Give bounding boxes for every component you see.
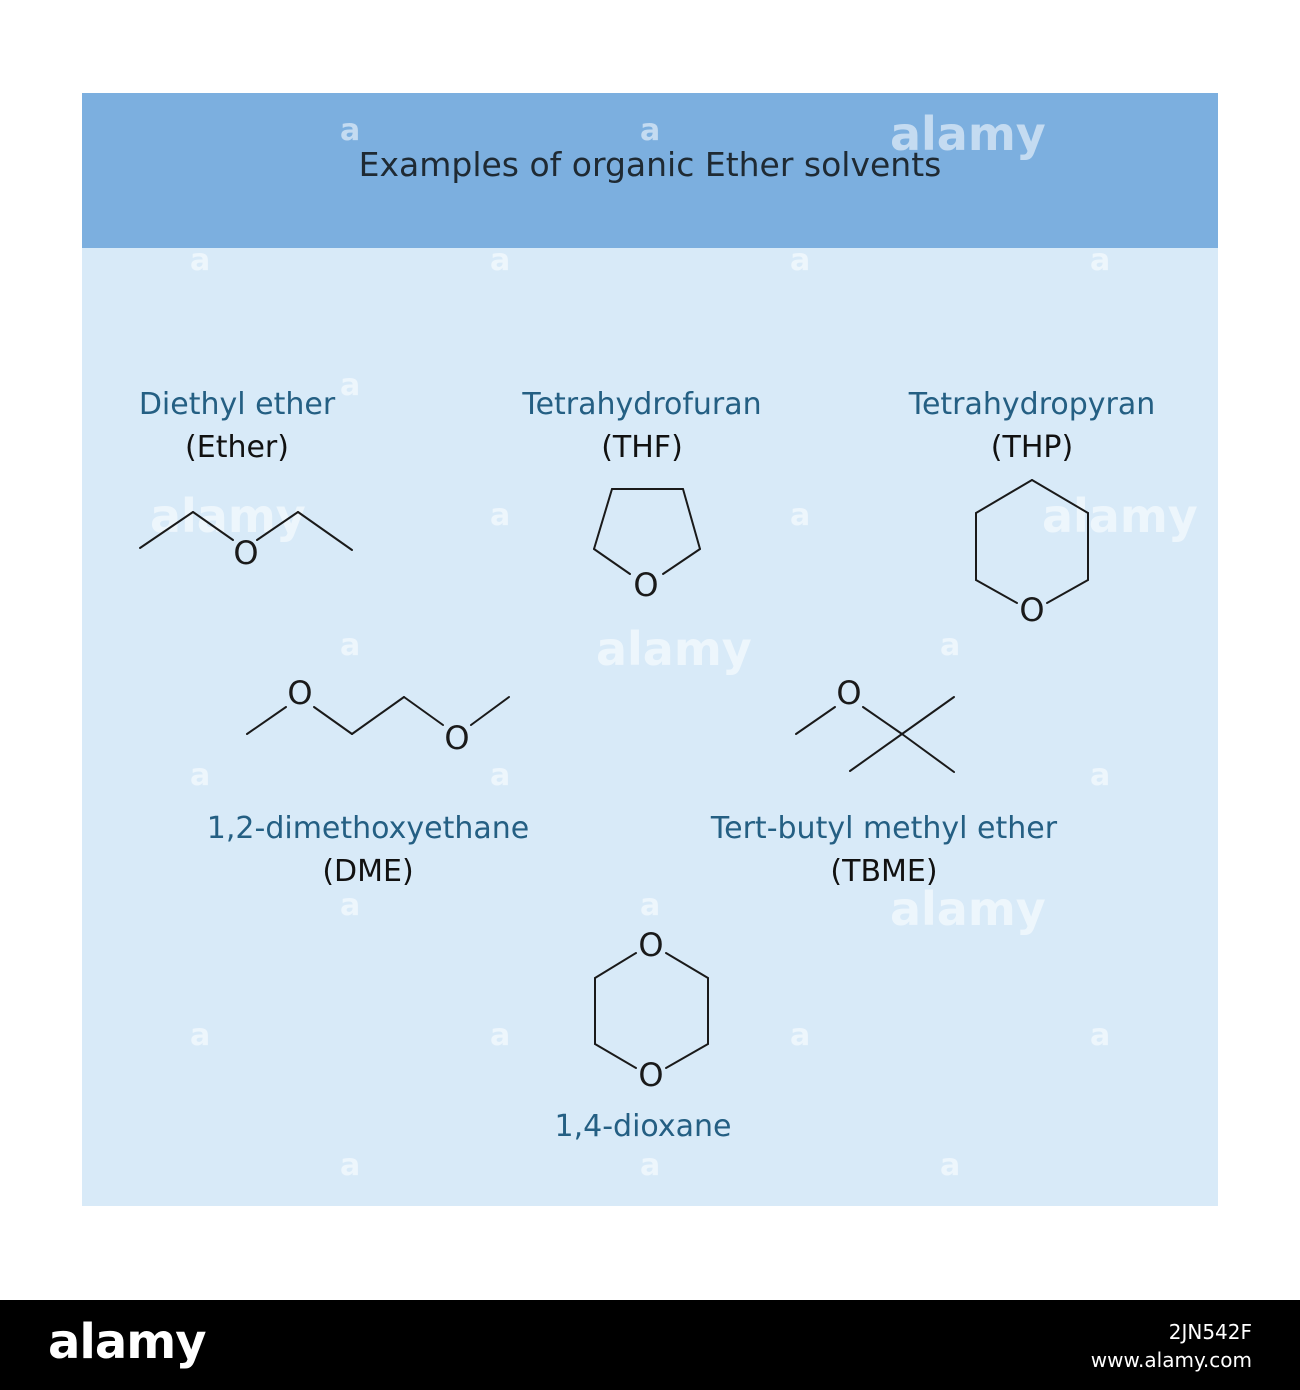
watermark-glyph: a	[340, 368, 360, 403]
watermark-glyph: a	[190, 758, 210, 793]
tbme-structure: O	[795, 674, 955, 773]
watermark-glyph: a	[190, 1018, 210, 1053]
diethyl-ether-abbr: (Ether)	[185, 430, 289, 465]
watermark-text: alamy	[1042, 489, 1198, 543]
oxygen-atom: O	[287, 674, 312, 712]
watermark-glyph: a	[490, 758, 510, 793]
watermark-glyph: a	[490, 243, 510, 278]
structure-drawings: alamy alamy alamy alamy alamy a a a a a …	[139, 107, 1198, 1183]
oxygen-atom: O	[233, 534, 258, 572]
watermark-glyph: a	[790, 1018, 810, 1053]
thf-abbr: (THF)	[601, 430, 683, 465]
diethyl-ether-structure: O	[139, 511, 353, 572]
oxygen-atom: O	[836, 674, 861, 712]
watermark-glyph: a	[490, 1018, 510, 1053]
dioxane-structure: O O	[594, 926, 709, 1094]
oxygen-atom: O	[638, 1056, 663, 1094]
watermark-text: alamy	[596, 622, 752, 676]
diethyl-ether-name: Diethyl ether	[138, 387, 336, 422]
thf-structure: O	[593, 488, 701, 604]
watermark-layer: alamy alamy alamy alamy alamy a a a a a …	[150, 107, 1198, 1183]
dme-structure: O O	[246, 674, 510, 757]
footer-bar: alamy 2JN542F www.alamy.com	[0, 1300, 1300, 1390]
dioxane-name: 1,4-dioxane	[554, 1109, 732, 1144]
dme-name: 1,2-dimethoxyethane	[206, 811, 530, 846]
diagram-panel: Examples of organic Ether solvents	[82, 93, 1218, 1206]
watermark-glyph: a	[940, 628, 960, 663]
tbme-name: Tert-butyl methyl ether	[710, 811, 1058, 846]
watermark-text: alamy	[890, 107, 1046, 161]
watermark-glyph: a	[190, 243, 210, 278]
watermark-glyph: a	[1090, 1018, 1110, 1053]
thp-abbr: (THP)	[990, 430, 1074, 465]
watermark-glyph: a	[790, 243, 810, 278]
watermark-glyph: a	[1090, 243, 1110, 278]
watermark-glyph: a	[490, 498, 510, 533]
watermark-glyph: a	[640, 113, 660, 148]
watermark-glyph: a	[640, 1148, 660, 1183]
site-url: www.alamy.com	[1090, 1348, 1252, 1372]
thp-name: Tetrahydropyran	[908, 387, 1156, 422]
oxygen-atom: O	[638, 926, 663, 964]
watermark-glyph: a	[340, 888, 360, 923]
watermark-glyph: a	[1090, 758, 1110, 793]
watermark-text: alamy	[150, 489, 306, 543]
watermark-text: alamy	[890, 882, 1046, 936]
oxygen-atom: O	[444, 719, 469, 757]
watermark-glyph: a	[790, 498, 810, 533]
watermark-glyph: a	[640, 888, 660, 923]
dme-abbr: (DME)	[322, 854, 414, 889]
thf-name: Tetrahydrofuran	[522, 387, 762, 422]
thp-structure: O	[975, 479, 1089, 629]
watermark-glyph: a	[940, 1148, 960, 1183]
tbme-abbr: (TBME)	[830, 854, 938, 889]
watermark-glyph: a	[340, 1148, 360, 1183]
watermark-glyph: a	[340, 628, 360, 663]
oxygen-atom: O	[633, 566, 658, 604]
alamy-logo: alamy	[48, 1314, 207, 1370]
oxygen-atom: O	[1019, 591, 1044, 629]
title-banner: Examples of organic Ether solvents	[82, 93, 1218, 248]
watermark-glyph: a	[340, 113, 360, 148]
image-id: 2JN542F	[1168, 1320, 1252, 1344]
page-title: Examples of organic Ether solvents	[358, 145, 942, 184]
